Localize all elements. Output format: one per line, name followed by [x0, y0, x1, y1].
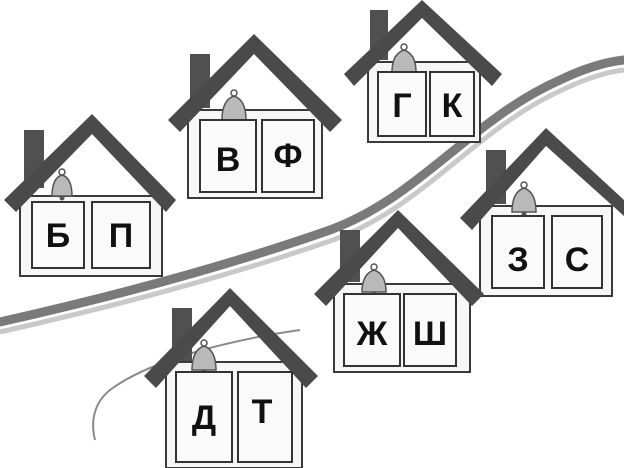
- window-right: [261, 119, 315, 193]
- roof: [460, 128, 624, 230]
- window-left: [199, 119, 257, 193]
- roof: [4, 114, 176, 212]
- window-left: [31, 201, 85, 269]
- window-right: [91, 201, 151, 269]
- window-right: [429, 71, 475, 137]
- letter-right: Ф: [273, 137, 302, 175]
- bell-icon: [361, 263, 387, 297]
- letter-left: Б: [46, 217, 70, 255]
- roof: [168, 34, 342, 132]
- letter-left: Г: [392, 87, 411, 125]
- house-vf: В Ф: [168, 34, 342, 199]
- letter-left: В: [216, 141, 241, 179]
- window-left: [175, 371, 233, 463]
- roof: [144, 288, 318, 388]
- roof: [344, 0, 502, 86]
- house-dt: Д Т: [144, 288, 318, 468]
- letter-right: К: [442, 87, 463, 125]
- window-right: [551, 215, 603, 289]
- window-left: [491, 215, 545, 289]
- bell-icon: [191, 339, 217, 375]
- window-left: [377, 71, 427, 137]
- roof: [314, 210, 484, 306]
- house-zhsh: Ж Ш: [314, 210, 484, 373]
- letter-right: Т: [252, 393, 273, 431]
- bell-icon: [511, 181, 537, 217]
- house-bp: Б П: [4, 114, 176, 277]
- house-zs: З С: [460, 128, 624, 297]
- window-left: [343, 293, 401, 367]
- window-right: [403, 293, 457, 367]
- letter-left: Д: [192, 399, 216, 437]
- window-right: [237, 371, 293, 463]
- letter-right: С: [565, 241, 590, 279]
- letter-right: Ш: [413, 315, 447, 353]
- letter-left: З: [507, 241, 528, 279]
- house-gk: Г К: [344, 0, 502, 143]
- letter-right: П: [109, 217, 133, 255]
- winding-path: [0, 55, 624, 441]
- bell-icon: [51, 168, 73, 201]
- letter-left: Ж: [356, 315, 388, 353]
